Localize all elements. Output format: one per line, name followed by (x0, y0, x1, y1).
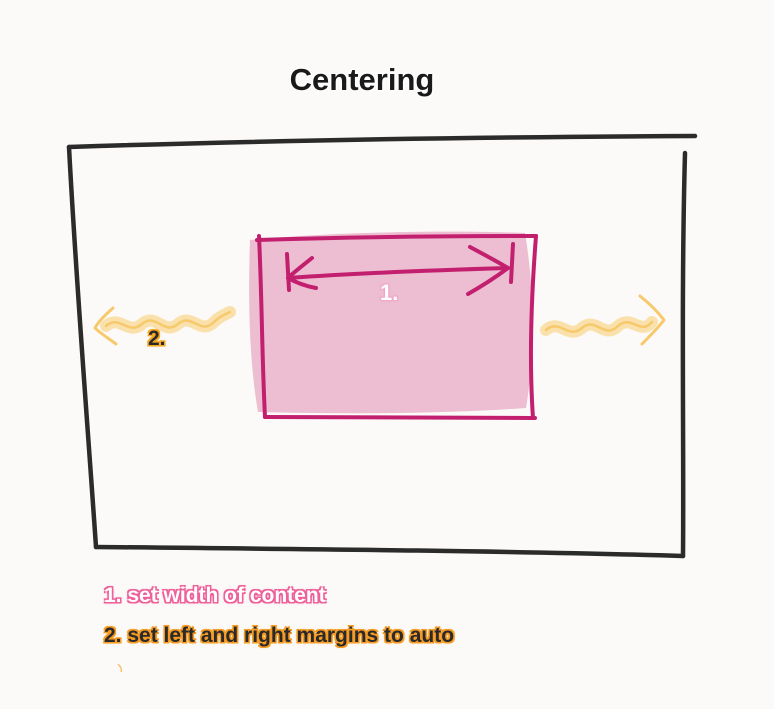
page-title: Centering (289, 62, 435, 97)
container-outline (66, 133, 698, 559)
right-squiggle-arrow-icon (540, 294, 666, 346)
margin-label: 2. (148, 327, 166, 350)
double-headed-arrow-icon (285, 242, 515, 296)
note-set-margins: 2. set left and right margins to auto (104, 624, 455, 647)
content-width-label: 1. (380, 280, 399, 305)
note-set-width: 1. set width of content (104, 584, 326, 607)
left-squiggle-arrow-icon (93, 306, 236, 346)
stray-mark (117, 663, 123, 673)
